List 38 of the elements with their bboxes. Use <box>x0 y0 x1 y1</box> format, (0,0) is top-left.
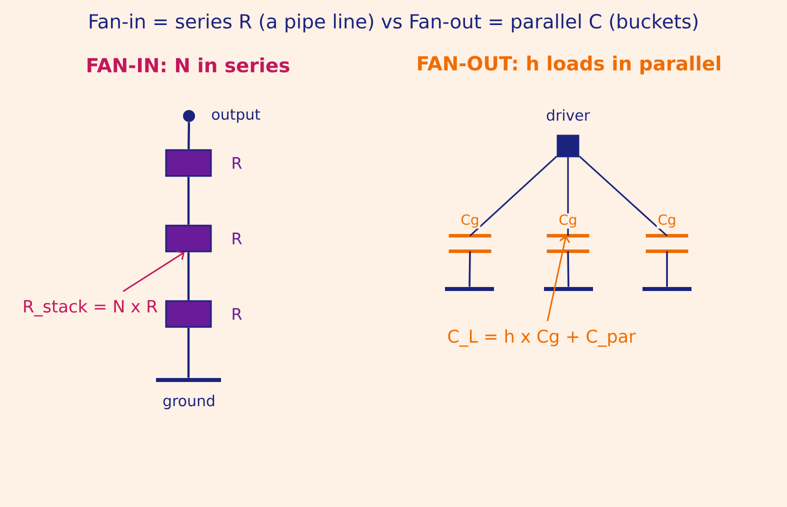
title: Fan-in = series R (a pipe line) vs Fan-out = parallel C (buckets) <box>90 14 698 32</box>
driver-block <box>556 134 580 158</box>
wire <box>187 328 190 378</box>
resistor-symbol <box>165 224 212 252</box>
resistor-symbol <box>165 149 212 177</box>
ground-symbol <box>544 287 593 291</box>
ground-symbol <box>445 287 494 291</box>
resistor-symbol <box>165 300 212 328</box>
wire <box>187 252 190 300</box>
panel-heading: FAN-OUT: h loads in parallel <box>418 56 720 74</box>
capacitor-symbol <box>546 234 590 253</box>
ground-symbol <box>642 287 692 291</box>
wire <box>187 176 190 225</box>
wire <box>578 156 668 236</box>
wire <box>188 122 190 150</box>
formula-text: C_L = h x Cg + C_par <box>448 329 636 347</box>
driver-label: driver <box>546 109 590 121</box>
ground-label: ground <box>163 394 214 410</box>
leader-arrow <box>546 236 570 322</box>
wire <box>469 156 558 236</box>
capacitance-label: Cg <box>656 213 678 229</box>
terminal-dot <box>183 110 195 122</box>
capacitance-label: Cg <box>558 213 578 229</box>
wire <box>567 251 570 287</box>
resistor-label: R <box>232 157 242 169</box>
terminal-label: output <box>212 109 260 123</box>
resistor-label: R <box>232 232 242 244</box>
capacitor-symbol <box>448 234 492 253</box>
leader-arrow <box>122 250 184 292</box>
panel-heading: FAN-IN: N in series <box>88 58 290 73</box>
ground-symbol <box>156 378 221 382</box>
capacitance-label: Cg <box>460 213 480 229</box>
capacitor-symbol <box>646 234 688 253</box>
formula-text: R_stack = N x R <box>24 300 158 316</box>
resistor-label: R <box>232 308 242 320</box>
wire <box>567 157 569 236</box>
wire <box>666 251 668 287</box>
wire <box>468 251 471 287</box>
